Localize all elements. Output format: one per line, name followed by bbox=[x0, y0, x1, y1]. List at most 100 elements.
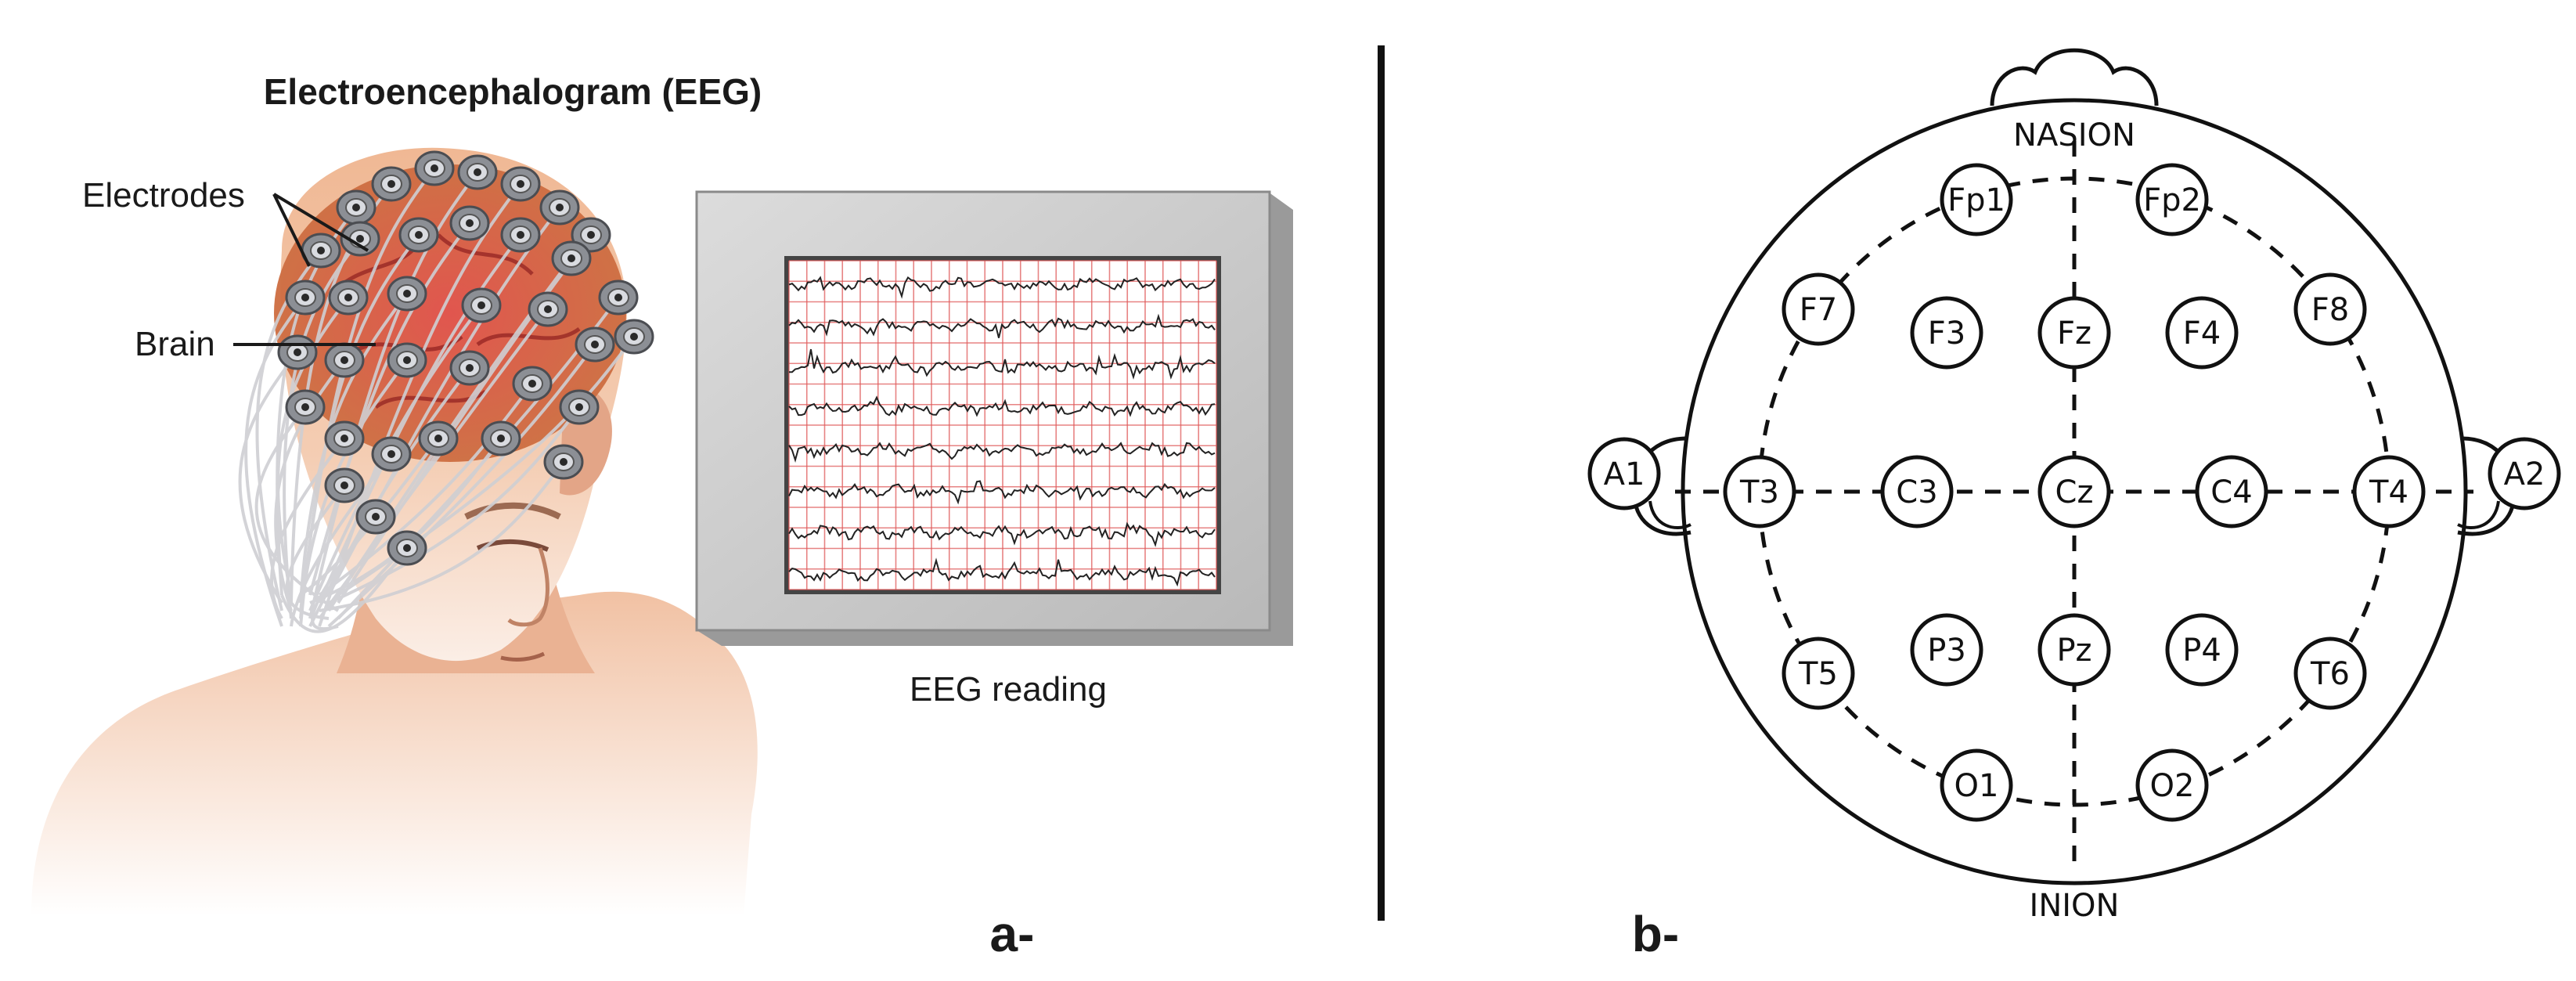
electrode-p3: P3 bbox=[1910, 613, 1983, 687]
electrode-c4: C4 bbox=[2195, 455, 2268, 528]
electrode-f4: F4 bbox=[2165, 296, 2239, 370]
electrode-cup bbox=[512, 366, 553, 402]
left-ear-inner bbox=[1648, 500, 1692, 529]
electrode-cup bbox=[551, 240, 592, 276]
eeg-title: Electroencephalogram (EEG) bbox=[264, 71, 762, 112]
electrode-cup bbox=[575, 326, 615, 362]
electrode-label: Fp1 bbox=[1947, 182, 2005, 218]
eeg-trace bbox=[788, 557, 1216, 587]
nose bbox=[507, 547, 549, 627]
electrode-label: T4 bbox=[2369, 474, 2408, 510]
electrode-cup bbox=[528, 291, 568, 327]
electrode-cup bbox=[324, 342, 365, 378]
electrode-wire bbox=[244, 296, 307, 627]
electrode-cup bbox=[355, 499, 396, 535]
electrode-wire bbox=[299, 359, 409, 619]
panel-b-label: b- bbox=[1632, 906, 1679, 962]
electrode-cup bbox=[398, 217, 439, 253]
electrode-wire bbox=[254, 406, 340, 612]
electrode-cup bbox=[277, 334, 318, 370]
electrode-label: Cz bbox=[2055, 474, 2094, 510]
electrode-a1: A1 bbox=[1587, 437, 1661, 510]
eeg-trace bbox=[788, 442, 1216, 463]
eeg-trace bbox=[788, 313, 1216, 338]
electrode-cup bbox=[539, 189, 580, 225]
electrode-o1: O1 bbox=[1940, 748, 2013, 822]
electrode-label: P3 bbox=[1927, 633, 1966, 669]
eeg-monitor bbox=[695, 190, 1293, 646]
nose-bump bbox=[1990, 48, 2159, 106]
electrode-cup bbox=[457, 154, 498, 190]
electrode-wire bbox=[319, 460, 565, 612]
electrode-cup bbox=[324, 420, 365, 456]
electrode-label: T6 bbox=[2310, 656, 2350, 692]
electrode-cup bbox=[418, 420, 459, 456]
electrode-cup bbox=[571, 217, 611, 253]
electrode-t5: T5 bbox=[1782, 637, 1855, 710]
eeg-traces bbox=[788, 276, 1216, 587]
electrode-label: T3 bbox=[1739, 474, 1779, 510]
electrode-wire bbox=[311, 515, 377, 631]
electrode-wire bbox=[309, 437, 503, 604]
nasion-label: NASION bbox=[2013, 117, 2135, 153]
eyebrow bbox=[464, 502, 561, 520]
right-ear-inner bbox=[2457, 500, 2500, 529]
panel-divider bbox=[1378, 45, 1385, 921]
electrode-label: F7 bbox=[1800, 292, 1837, 328]
electrode-cup bbox=[285, 280, 326, 316]
electrode-cup bbox=[598, 280, 639, 316]
electrode-cup bbox=[500, 166, 541, 202]
electrode-wire bbox=[318, 308, 549, 620]
electrode-cup bbox=[387, 342, 427, 378]
electrode-wire bbox=[280, 546, 409, 633]
electrode-fz: Fz bbox=[2037, 296, 2111, 370]
panel-a-label: a- bbox=[990, 906, 1035, 962]
electrode-t4: T4 bbox=[2352, 455, 2426, 528]
electrode-label: F4 bbox=[2183, 316, 2221, 352]
electrode-label: F8 bbox=[2311, 292, 2349, 328]
panel-a: Electroencephalogram (EEG) Electrodes Br… bbox=[31, 71, 1293, 962]
electrode-a2: A2 bbox=[2488, 437, 2561, 510]
electrode-pz: Pz bbox=[2037, 613, 2111, 687]
electrode-label: A2 bbox=[2504, 456, 2545, 492]
electrode-label: Pz bbox=[2056, 633, 2091, 669]
electrode-label: T5 bbox=[1798, 656, 1838, 692]
electrode-cup bbox=[614, 319, 654, 355]
electrode-cup bbox=[449, 350, 490, 386]
callout-electrodes: Electrodes bbox=[82, 176, 245, 215]
monitor-caption: EEG reading bbox=[910, 670, 1107, 709]
eeg-trace bbox=[788, 521, 1216, 547]
electrode-wire bbox=[270, 437, 346, 619]
mouth bbox=[500, 651, 546, 662]
electrode-fp2: Fp2 bbox=[2135, 163, 2209, 236]
electrode-t6: T6 bbox=[2293, 637, 2367, 710]
electrode-cup bbox=[371, 436, 412, 472]
electrode-f3: F3 bbox=[1910, 296, 1983, 370]
electrode-cup bbox=[449, 205, 490, 241]
electrode-cup bbox=[387, 276, 427, 312]
electrode-cup bbox=[336, 189, 376, 225]
electrode-f7: F7 bbox=[1782, 272, 1855, 346]
electrode-cup bbox=[301, 233, 341, 269]
callout-brain: Brain bbox=[135, 325, 215, 363]
electrode-label: Fz bbox=[2057, 316, 2091, 352]
electrodes-pointer-2 bbox=[272, 193, 311, 267]
electrode-cup bbox=[371, 166, 412, 202]
eeg-trace bbox=[788, 395, 1216, 417]
electrode-label: O1 bbox=[1955, 768, 1999, 804]
electrode-cup bbox=[559, 389, 600, 425]
electrode-t3: T3 bbox=[1723, 455, 1796, 528]
eeg-trace bbox=[788, 276, 1216, 299]
electrode-label: F3 bbox=[1928, 316, 1965, 352]
electrode-o2: O2 bbox=[2135, 748, 2209, 822]
electrode-label: Fp2 bbox=[2143, 182, 2201, 218]
electrode-cup bbox=[481, 420, 521, 456]
inion-label: INION bbox=[2030, 888, 2120, 924]
electrode-wire bbox=[308, 304, 483, 611]
electrode-wire bbox=[308, 222, 471, 596]
electrode-c3: C3 bbox=[1880, 455, 1954, 528]
electrode-p4: P4 bbox=[2165, 613, 2239, 687]
